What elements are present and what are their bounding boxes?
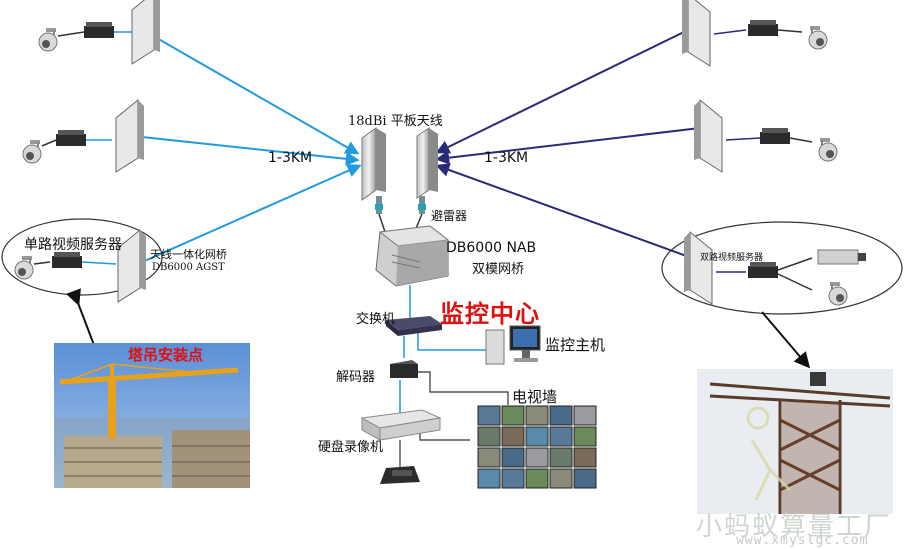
watermark-brand: 小蚂蚁算量工厂 — [696, 512, 893, 542]
tv-wall — [477, 405, 597, 489]
camera-group-right-bottom — [684, 230, 866, 306]
range-label-right: 1-3KM — [484, 150, 529, 166]
bridge-model-label: DB6000 NAB — [446, 240, 537, 256]
tv-screen — [525, 447, 549, 468]
dual-mode-bridge — [375, 225, 450, 287]
integrated-bridge-label: 天线一体化网桥 — [150, 248, 227, 261]
tv-screen — [549, 468, 573, 489]
video-server-icon — [84, 22, 114, 38]
panel-antenna-icon — [115, 98, 144, 173]
tv-screen — [573, 468, 597, 489]
tv-screen — [477, 426, 501, 447]
panel-antenna-icon — [694, 98, 723, 173]
camera-group-left-mid — [22, 98, 144, 173]
dome-camera-icon — [818, 138, 838, 162]
tv-screen — [501, 426, 525, 447]
wired-lines — [399, 285, 488, 414]
decoder-device — [390, 360, 418, 378]
tv-screen — [549, 405, 573, 426]
dome-camera-icon — [22, 140, 42, 164]
integrated-model-label: DB6000 AGST — [152, 262, 225, 273]
video-server-icon — [56, 130, 86, 146]
dome-camera-icon — [38, 28, 58, 52]
watermark-url: www.xmyslgc.com — [736, 533, 869, 548]
crane-link-arrow-right — [761, 311, 811, 369]
panel-antenna-icon — [682, 0, 711, 67]
dome-camera-icon — [808, 26, 828, 50]
control-keyboard — [380, 466, 420, 484]
dual-server-label: 双路视频服务器 — [700, 253, 764, 263]
video-server-icon — [760, 128, 790, 144]
tv-screen — [477, 468, 501, 489]
lightning-arrester-label: 避雷器 — [431, 209, 468, 223]
tv-screen — [477, 405, 501, 426]
monitor-center-title: 监控中心 — [440, 300, 540, 328]
tv-screen — [525, 468, 549, 489]
crane-point-label: 塔吊安装点 — [128, 346, 204, 364]
video-server-icon — [52, 252, 82, 268]
video-server-icon — [748, 20, 778, 36]
tv-screen — [501, 447, 525, 468]
tv-screen — [549, 426, 573, 447]
tv-screen — [573, 405, 597, 426]
tv-screen — [525, 405, 549, 426]
monitor-host-label: 监控主机 — [545, 336, 606, 354]
bridge-name-label: 双模网桥 — [472, 262, 525, 277]
camera-group-right-mid — [694, 98, 838, 173]
wireless-links-left — [139, 36, 362, 264]
panel-antenna-icon — [131, 0, 160, 65]
decoder-label: 解码器 — [336, 370, 376, 385]
single-channel-group-ellipse — [1, 218, 163, 296]
dual-channel-group-ellipse — [661, 221, 903, 315]
dvr-label: 硬盘录像机 — [318, 440, 384, 455]
camera-group-left-top — [38, 0, 160, 65]
tv-screen — [501, 468, 525, 489]
tv-wall-label: 电视墙 — [512, 388, 558, 406]
dome-camera-icon — [828, 282, 848, 306]
switch-label: 交换机 — [356, 312, 396, 327]
tv-screen — [477, 447, 501, 468]
panel-antenna-icon — [684, 230, 713, 305]
tv-screen — [525, 426, 549, 447]
camera-group-right-top — [682, 0, 828, 67]
video-server-icon — [748, 262, 778, 278]
crane-photo-left — [54, 343, 250, 488]
single-server-label: 单路视频服务器 — [24, 237, 122, 253]
panel-antenna-icon — [117, 228, 146, 303]
range-label-left: 1-3KM — [268, 150, 313, 166]
camera-group-left-bottom — [14, 228, 146, 303]
tv-screen — [501, 405, 525, 426]
tv-screen — [573, 447, 597, 468]
wireless-links-right — [435, 29, 701, 259]
monitoring-host — [485, 325, 541, 365]
dome-camera-icon — [14, 256, 34, 280]
tv-screen — [549, 447, 573, 468]
network-switch — [386, 316, 442, 336]
flat-panel-antenna-left — [361, 127, 388, 239]
box-camera-icon — [817, 249, 866, 265]
crane-photo-right — [697, 369, 893, 514]
tv-screen — [573, 426, 597, 447]
antenna-label: 18dBi 平板天线 — [348, 114, 443, 129]
dvr-device — [360, 409, 442, 441]
